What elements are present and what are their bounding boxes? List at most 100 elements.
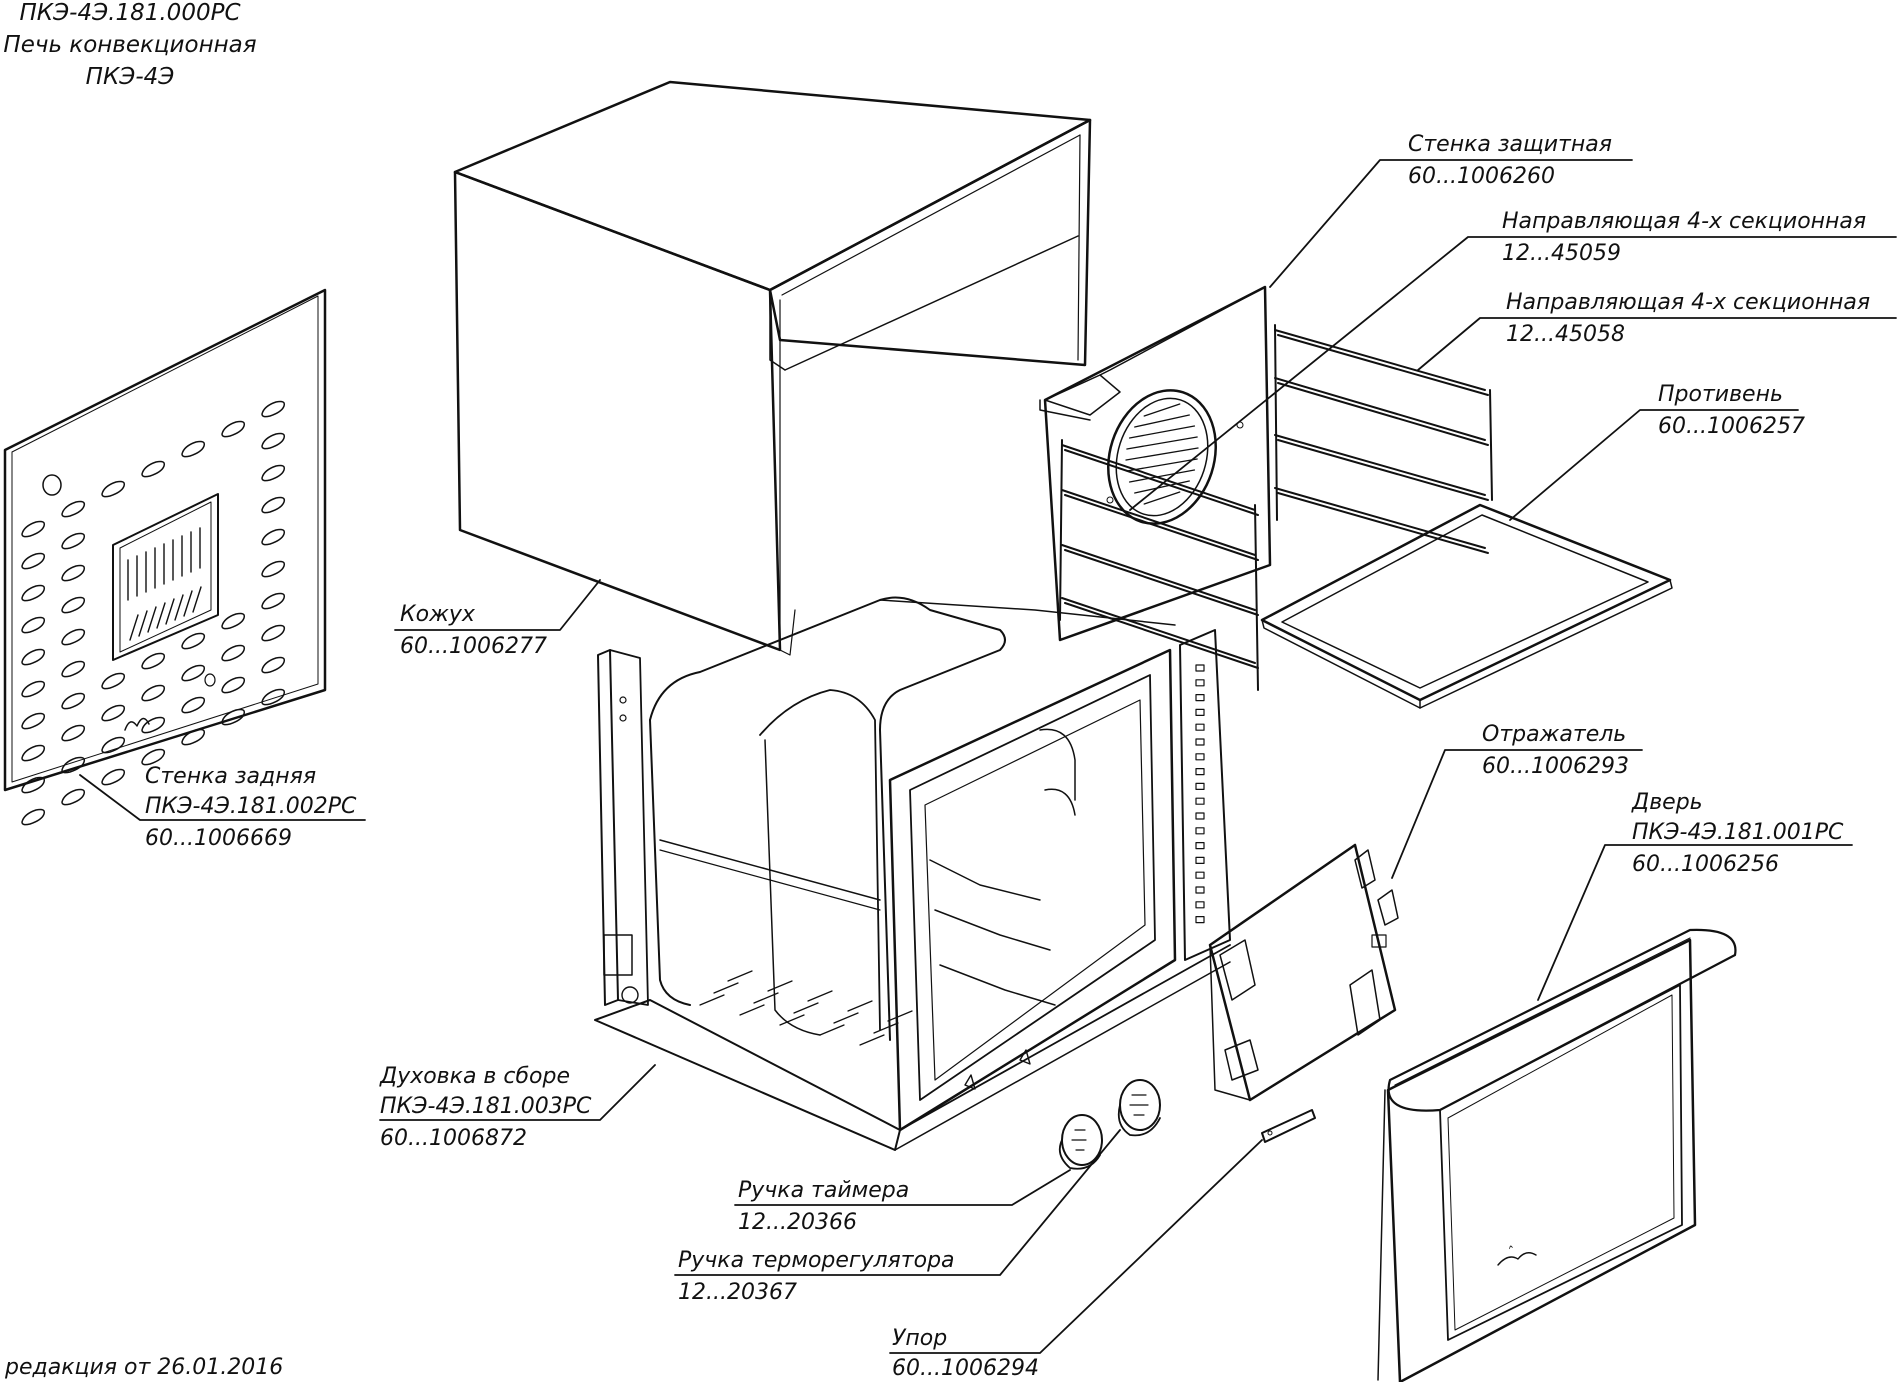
louver-slot [21, 552, 46, 570]
side-slot [1195, 767, 1205, 776]
louver-slot [61, 788, 86, 806]
louver-slot [221, 612, 246, 630]
louver-slot [141, 748, 166, 766]
fan-slot [1128, 469, 1196, 483]
louver-slot [21, 520, 46, 538]
reflector [1208, 843, 1399, 1102]
side-slot [1195, 708, 1205, 717]
label-guide-1-code: 12...45059 [1502, 241, 1621, 266]
side-slot [1195, 738, 1205, 746]
label-tray-code: 60...1006257 [1658, 414, 1805, 439]
bottom-slot [779, 1014, 805, 1026]
side-slot [1195, 753, 1205, 761]
louver-slot [181, 696, 206, 714]
louver-slot [261, 656, 286, 674]
louver-slot [21, 680, 46, 698]
louver-slot [21, 616, 46, 634]
label-back-wall-code2: 60...1006669 [145, 826, 292, 851]
label-back-wall-code1: ПКЭ-4Э.181.002РС [145, 794, 357, 819]
side-slot [1195, 871, 1205, 879]
label-casing-name: Кожух [400, 602, 475, 627]
door: ˆ [1377, 928, 1737, 1382]
label-stop-code: 60...1006294 [892, 1356, 1039, 1381]
bottom-slot [873, 1022, 899, 1034]
louver-slot [101, 480, 126, 498]
side-slot [1195, 664, 1205, 672]
louver-slot [261, 464, 286, 482]
bottom-slot [739, 1004, 765, 1016]
bottom-slot [819, 1024, 845, 1036]
grille-slot [147, 606, 157, 633]
protective-wall [1039, 285, 1272, 642]
label-oven-assembly-code1: ПКЭ-4Э.181.003РС [380, 1094, 592, 1119]
label-oven-assembly-name: Духовка в сборе [380, 1064, 570, 1089]
back-wall-panel [3, 288, 327, 826]
title-name: Печь конвекционная [3, 32, 257, 58]
grille-slot [129, 614, 139, 641]
side-slot [1195, 915, 1205, 924]
side-slot [1195, 693, 1205, 702]
guide-left [1059, 439, 1259, 691]
louver-slot [181, 664, 206, 682]
louver-slot [221, 708, 246, 726]
grille-slot [183, 590, 193, 617]
title-code: ПКЭ-4Э.181.000РС [19, 0, 241, 26]
bottom-slot [793, 1002, 819, 1014]
title-model: ПКЭ-4Э [85, 64, 175, 90]
louver-slot [21, 648, 46, 666]
leader-lines [79, 159, 1897, 1354]
fan-slot [1134, 480, 1190, 494]
louver-slot [181, 632, 206, 650]
label-reflector-name: Отражатель [1482, 722, 1627, 747]
side-slot [1195, 901, 1205, 909]
bottom-slot [859, 1034, 885, 1046]
side-slot [1195, 723, 1205, 731]
bottom-slot [699, 994, 725, 1006]
louver-slot [181, 728, 206, 746]
oven-assembly [594, 596, 1231, 1151]
side-slot [1195, 782, 1205, 791]
louver-slot [61, 500, 86, 518]
label-back-wall-name: Стенка задняя [145, 764, 317, 789]
casing-box [453, 80, 1092, 656]
fan-slot [1126, 458, 1198, 472]
label-door-name: Дверь [1632, 790, 1703, 815]
label-reflector-code: 60...1006293 [1482, 754, 1629, 779]
label-guide-1-name: Направляющая 4-х секционная [1502, 209, 1867, 234]
thermostat-knob [1117, 1079, 1161, 1137]
label-oven-assembly-code2: 60...1006872 [380, 1126, 527, 1151]
label-guide-2-code: 12...45058 [1506, 322, 1625, 347]
label-timer-knob-name: Ручка таймера [738, 1178, 910, 1203]
louver-slot [261, 432, 286, 450]
grille-slot [156, 602, 166, 629]
bottom-slot [767, 980, 793, 992]
guide-right [1274, 324, 1493, 554]
louver-slot [61, 596, 86, 614]
louver-slot [141, 684, 166, 702]
grille-slot [138, 610, 148, 637]
bottom-slot [753, 992, 779, 1004]
bottom-slot [807, 990, 833, 1002]
label-protective-wall-code: 60...1006260 [1408, 164, 1555, 189]
louver-slot [141, 460, 166, 478]
louver-slot [61, 628, 86, 646]
louver-slot [101, 736, 126, 754]
label-tray-name: Противень [1658, 382, 1783, 407]
louver-slot [101, 768, 126, 786]
louver-slot [21, 584, 46, 602]
louver-slot [61, 532, 86, 550]
louver-slot [101, 704, 126, 722]
fan-slot [1143, 403, 1181, 417]
louver-slot [61, 724, 86, 742]
revision-date: редакция от 26.01.2016 [5, 1355, 284, 1380]
bottom-slot [887, 1010, 913, 1022]
louver-slot [141, 652, 166, 670]
louver-slot [221, 420, 246, 438]
louver-slot [221, 676, 246, 694]
stop-part [1261, 1109, 1316, 1143]
louver-slot [141, 716, 166, 734]
louver-slot [261, 496, 286, 514]
louver-slot [21, 776, 46, 794]
side-slot [1195, 812, 1205, 820]
side-slot [1195, 856, 1205, 865]
